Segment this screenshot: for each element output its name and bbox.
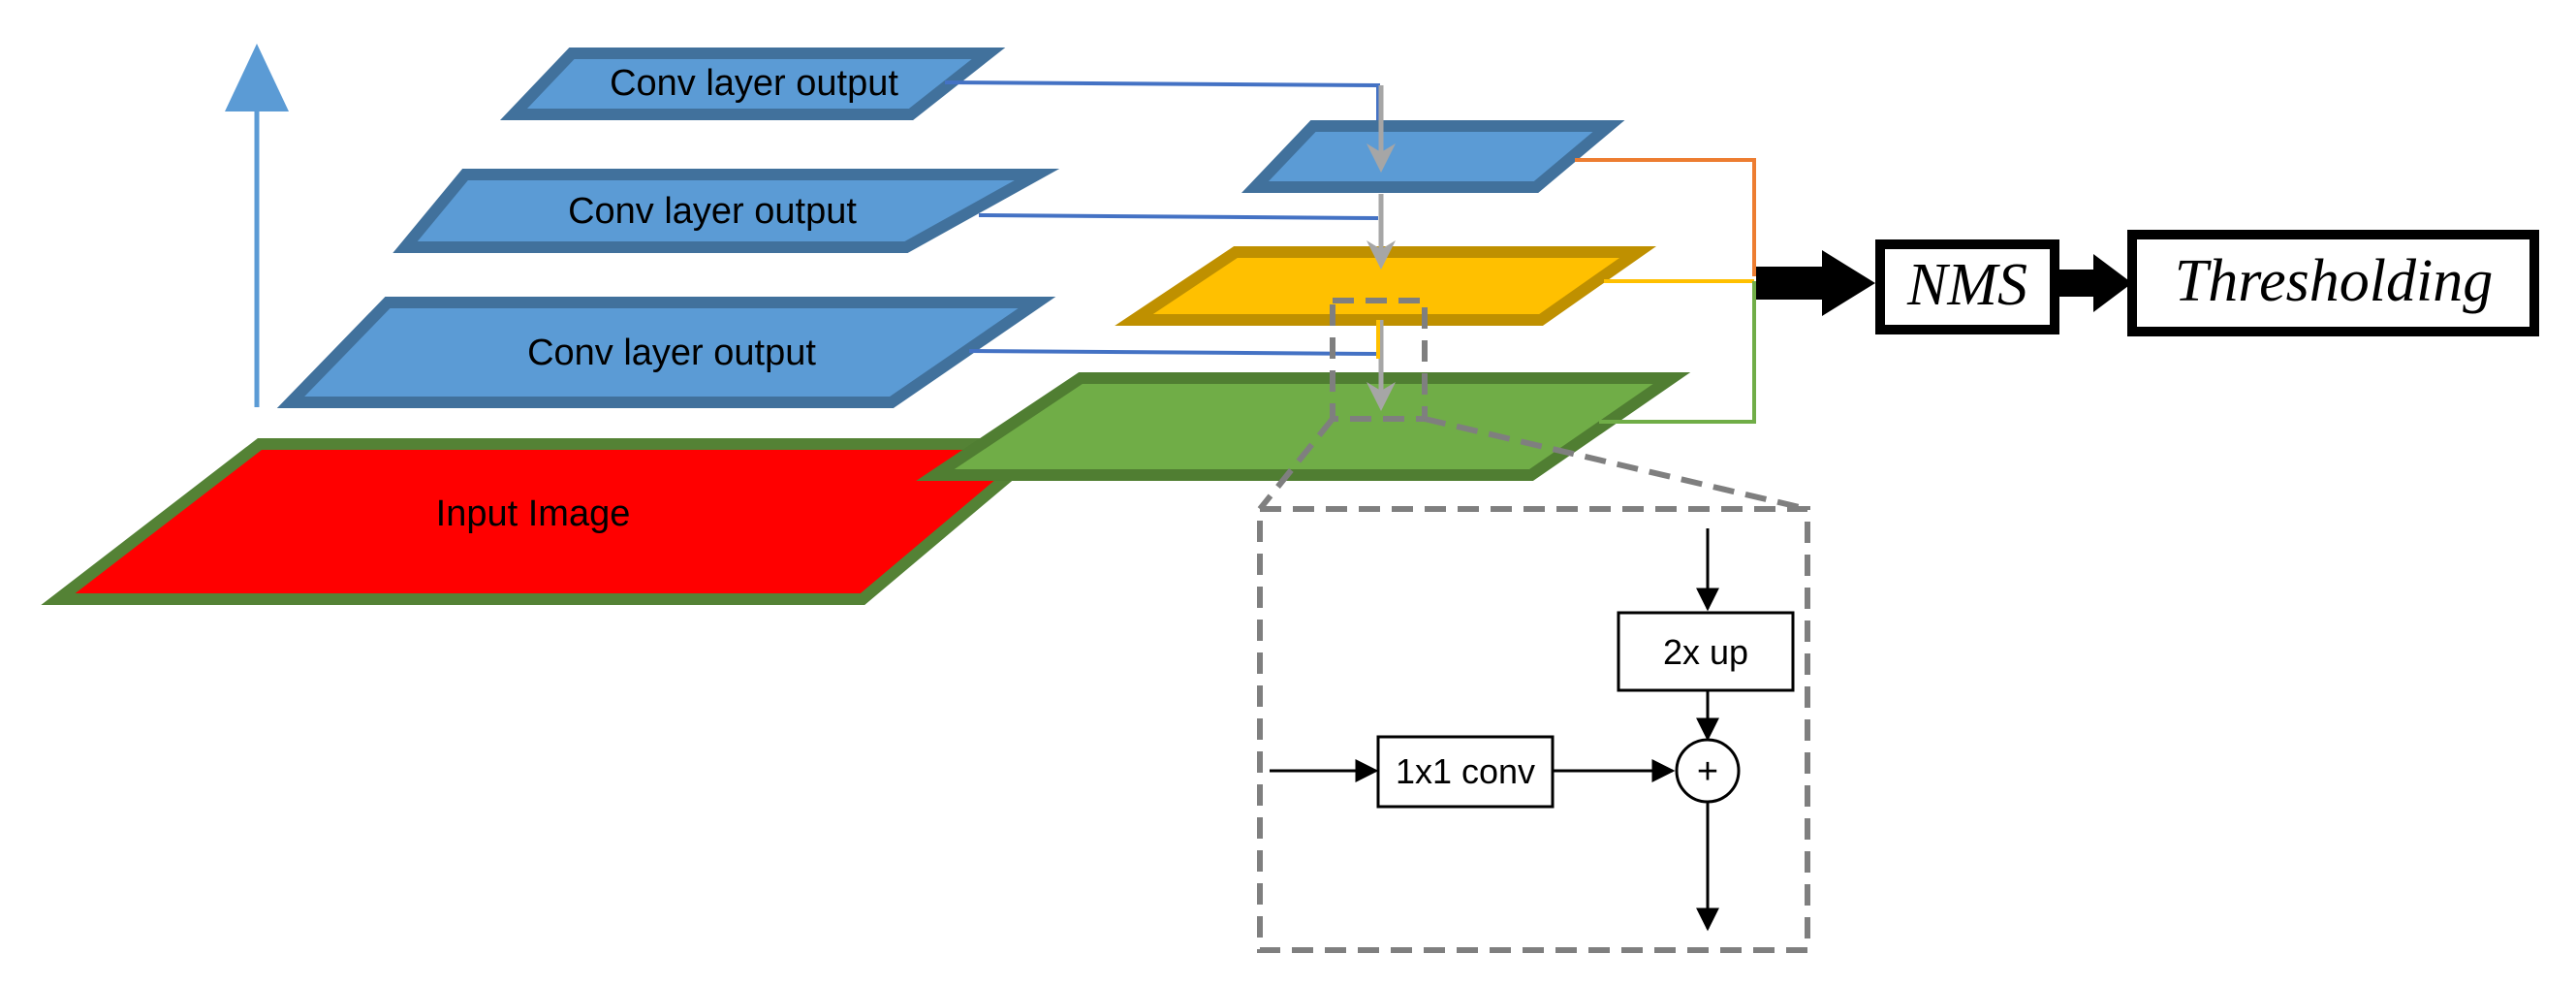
to-nms-arrow: [1756, 250, 1875, 316]
conv-layer-bottom-label: Conv layer output: [527, 333, 816, 373]
output-merge-lines: [1575, 158, 1756, 424]
upsample-label: 2x up: [1663, 632, 1748, 672]
thresholding-label: Thresholding: [2175, 248, 2493, 314]
conv-layer-top-label: Conv layer output: [610, 63, 898, 104]
lateral-conv-box: 1x1 conv: [1376, 735, 1555, 809]
zoom-indicator: [1257, 298, 1808, 512]
add-node: +: [1675, 738, 1741, 804]
lateral-conv-label: 1x1 conv: [1396, 751, 1535, 791]
conv-layer-middle: Conv layer output: [393, 169, 1060, 253]
input-image-label: Input Image: [436, 493, 631, 534]
merge-detail-panel: 2x up 1x1 conv +: [1257, 506, 1810, 953]
conv-layer-bottom: Conv layer output: [276, 297, 1056, 408]
upward-pathway-arrow: [225, 44, 289, 407]
detail-dashed-border: [1257, 506, 1810, 953]
input-image-layer: Input Image: [41, 438, 1063, 605]
thresholding-box: Thresholding: [2127, 230, 2539, 336]
green-feature-map: [916, 372, 1691, 481]
conv-layer-top: Conv layer output: [500, 48, 1006, 120]
add-symbol: +: [1697, 751, 1718, 792]
to-thresholding-arrow: [2059, 254, 2132, 312]
nms-box: NMS: [1875, 239, 2059, 334]
small-blue-feature-map: [1241, 120, 1625, 193]
conv-layer-middle-label: Conv layer output: [568, 191, 857, 232]
nms-label: NMS: [1906, 252, 2027, 318]
upsample-box: 2x up: [1617, 611, 1795, 692]
yellow-feature-map: [1115, 246, 1657, 326]
